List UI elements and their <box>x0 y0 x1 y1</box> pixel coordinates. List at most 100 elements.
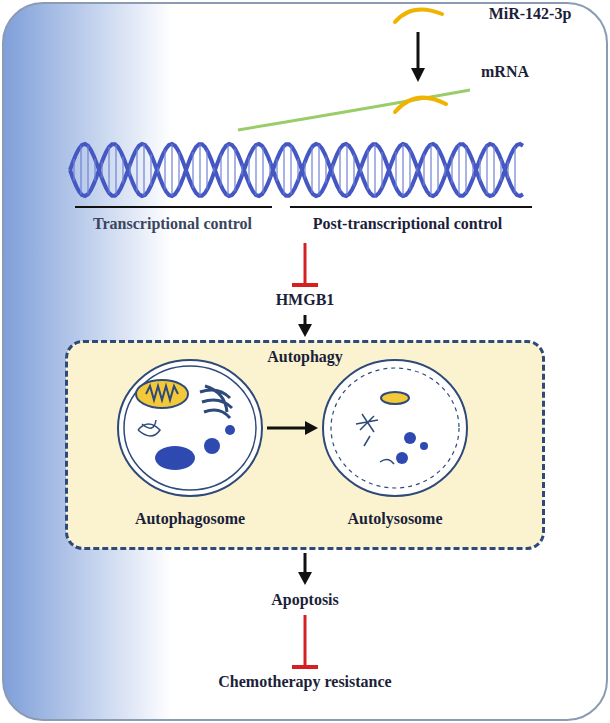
node-text: Chemotherapy resistance <box>214 672 396 691</box>
helix-rung <box>94 159 95 181</box>
bracket-line <box>290 206 532 208</box>
helix-rung <box>346 144 347 195</box>
binding-arrow <box>417 32 420 70</box>
helix-rung <box>318 145 319 195</box>
helix-rung <box>325 157 326 184</box>
helix-rung <box>444 164 445 175</box>
helix-rung <box>234 149 235 192</box>
background-panel <box>3 3 607 720</box>
helix-rung <box>416 167 417 173</box>
autolysosome-circle: Autolysosome <box>320 358 470 528</box>
helix-rung <box>136 149 137 192</box>
helix-rung <box>157 167 158 173</box>
mirna-strand <box>395 10 442 23</box>
connector-line <box>267 427 308 430</box>
helix-rung <box>115 145 116 195</box>
helix-rung <box>101 162 102 179</box>
node-text: Transcriptional control <box>70 214 275 240</box>
helix-rung <box>451 157 452 184</box>
helix-rung <box>332 164 333 175</box>
helix-rung <box>465 147 466 193</box>
helix-rung <box>367 150 368 190</box>
helix-rung <box>437 149 438 192</box>
outcome-label: Chemotherapy resistance <box>214 670 396 694</box>
helix-rung <box>283 146 284 194</box>
helix-rung <box>479 159 480 181</box>
arrow-connector <box>298 315 312 337</box>
node-text: MiR-142-3p <box>485 4 576 23</box>
inhibition-bar <box>292 283 318 287</box>
helix-rung <box>423 154 424 185</box>
autophagosome-circle: Autophagosome <box>115 358 265 528</box>
mrna-strand <box>238 90 470 130</box>
connector-line <box>304 553 307 575</box>
helix-rung <box>339 149 340 192</box>
helix-rung <box>150 154 151 185</box>
dna-helix <box>70 144 523 196</box>
binding-arrowhead <box>411 68 425 82</box>
node-text: Autophagosome <box>115 509 265 528</box>
inhibition-connector <box>292 615 318 667</box>
helix-rung <box>220 154 221 185</box>
helix-strand <box>70 144 523 196</box>
helix-rung <box>311 147 312 193</box>
helix-rung <box>164 150 165 190</box>
helix-rung <box>255 145 256 195</box>
helix-rung <box>353 154 354 185</box>
helix-rung <box>206 150 207 190</box>
helix-rung <box>276 159 277 181</box>
bound-mirna <box>395 98 446 112</box>
arrowhead <box>305 421 318 435</box>
connector-line <box>304 615 307 665</box>
helix-rung <box>290 146 291 194</box>
helix-rung <box>248 157 249 184</box>
region-fill <box>66 341 544 549</box>
helix-rung <box>409 150 410 190</box>
inhibition-connector <box>292 243 318 285</box>
helix-rung <box>227 144 228 195</box>
inhibition-bar <box>292 665 318 669</box>
helix-rung <box>178 152 179 188</box>
bracket-line <box>75 206 272 208</box>
helix-rung <box>304 162 305 179</box>
autophagosome-drawing <box>118 360 262 496</box>
helix-rung <box>80 146 81 194</box>
node-text: Autolysosome <box>320 509 470 528</box>
helix-rung <box>374 144 375 196</box>
process-label: Apoptosis <box>267 588 343 612</box>
arrowhead <box>298 324 312 337</box>
mirna-label: MiR-142-3p <box>485 2 576 26</box>
helix-rung <box>430 144 431 195</box>
autolysosome-drawing <box>323 360 467 496</box>
helix-rung <box>486 146 487 194</box>
helix-rung <box>241 164 242 175</box>
helix-rung <box>199 144 200 196</box>
helix-rung <box>143 144 144 195</box>
strand-label: mRNA <box>481 62 529 81</box>
helix-rung <box>507 162 508 179</box>
helix-rung <box>381 152 382 188</box>
connector-line <box>304 243 307 283</box>
helix-rung <box>360 167 361 173</box>
node-text: Post-transcriptional control <box>275 214 540 240</box>
helix-rung <box>108 147 109 193</box>
helix-rung <box>458 145 459 195</box>
arrow-connector <box>267 421 318 435</box>
target-gene: HMGB1 <box>272 288 339 312</box>
helix-rung <box>171 144 172 196</box>
autophagy-region: AutophagyAutophagosome Autolysosome <box>65 340 545 550</box>
node-text: Autophagy <box>68 347 542 366</box>
helix-rung <box>472 162 473 179</box>
helix-rung <box>297 159 298 181</box>
arrow-connector <box>298 553 312 585</box>
helix-strand <box>70 144 523 196</box>
node-text: Apoptosis <box>267 590 343 609</box>
helix-rung <box>262 147 263 193</box>
helix-rung <box>87 146 88 194</box>
helix-rung <box>493 146 494 194</box>
helix-rung <box>192 152 193 188</box>
helix-rung <box>402 144 403 196</box>
node-text: HMGB1 <box>272 290 339 309</box>
helix-rung <box>269 162 270 179</box>
helix-rung <box>73 159 74 181</box>
